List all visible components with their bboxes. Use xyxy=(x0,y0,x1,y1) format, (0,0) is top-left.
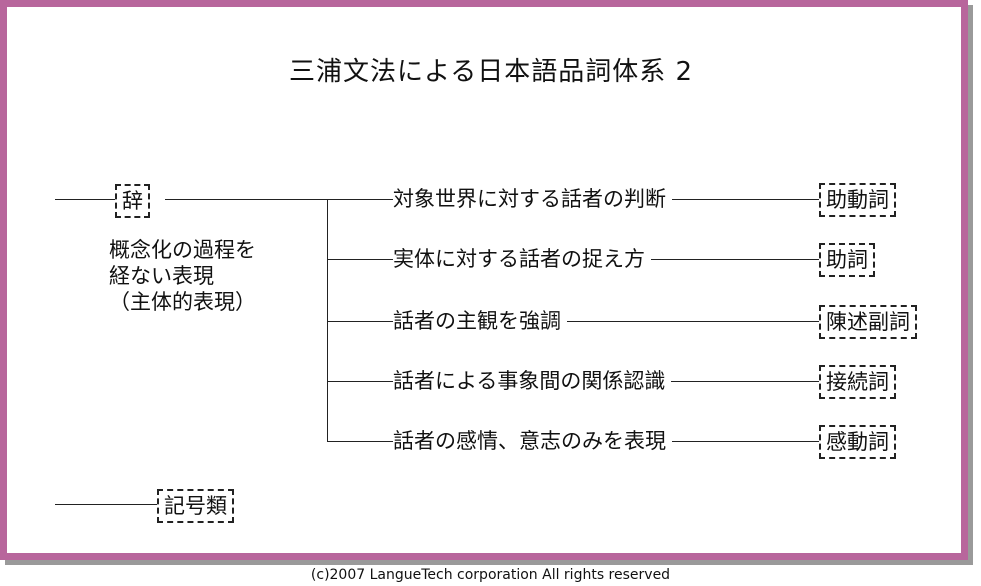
connector-symbols xyxy=(55,504,157,505)
branch-description: 話者による事象間の関係認識 xyxy=(393,366,672,396)
category-box: 感動詞 xyxy=(819,425,896,459)
category-box: 助動詞 xyxy=(819,183,896,217)
connector-ji-right xyxy=(165,199,327,200)
diagram-frame: 三浦文法による日本語品詞体系 2 辞 概念化の過程を 経ない表現 （主体的表現）… xyxy=(0,0,968,560)
branch-description: 話者の感情、意志のみを表現 xyxy=(393,426,672,456)
trunk-line xyxy=(327,199,328,441)
branch-description: 対象世界に対する話者の判断 xyxy=(393,184,672,214)
ji-description-line: （主体的表現） xyxy=(109,290,256,314)
branch-description: 話者の主観を強調 xyxy=(393,306,567,336)
category-box: 助詞 xyxy=(819,243,875,277)
ji-description-line: 経ない表現 xyxy=(109,264,214,288)
ji-description-line: 概念化の過程を xyxy=(109,238,256,262)
branch-description: 実体に対する話者の捉え方 xyxy=(393,244,651,274)
copyright-text: (c)2007 LangueTech corporation All right… xyxy=(310,567,671,583)
branch-line xyxy=(327,321,819,322)
symbols-box: 記号類 xyxy=(157,489,234,523)
ji-description: 概念化の過程を 経ない表現 （主体的表現） xyxy=(109,237,256,315)
connector-ji-left xyxy=(55,199,115,200)
ji-box: 辞 xyxy=(115,184,150,218)
category-box: 陳述副詞 xyxy=(819,305,917,339)
category-box: 接続詞 xyxy=(819,365,896,399)
diagram-title: 三浦文法による日本語品詞体系 2 xyxy=(288,57,694,87)
